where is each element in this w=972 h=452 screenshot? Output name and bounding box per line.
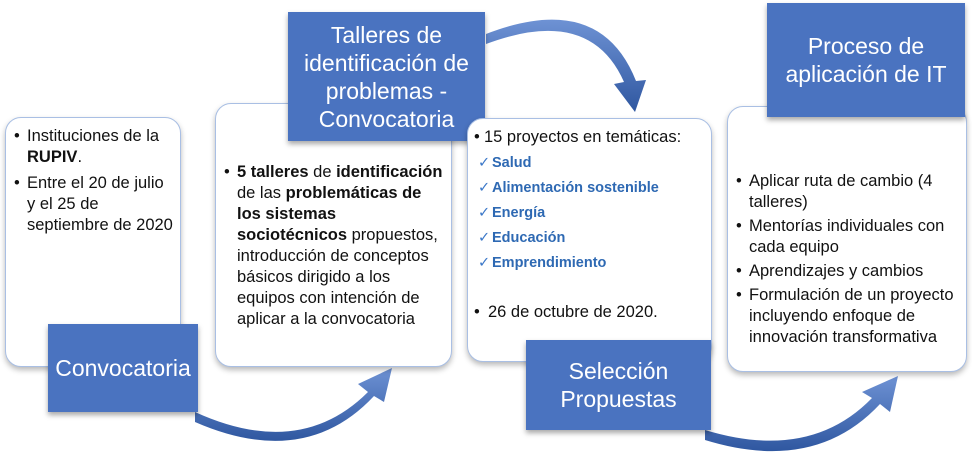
theme-item-energia: ✓Energía: [478, 201, 703, 226]
stage1-list: Instituciones de la RUPIV. Entre el 20 d…: [14, 126, 176, 236]
arrow-convocatoria-to-talleres: [195, 368, 392, 441]
arrow-seleccion-to-proceso: [705, 376, 898, 452]
stage2-card: 5 talleres de identificación de las prob…: [215, 103, 452, 367]
stage4-label: Proceso de aplicación de IT: [767, 3, 965, 117]
stage1-item: Instituciones de la RUPIV.: [14, 126, 176, 168]
check-icon: ✓: [478, 155, 491, 171]
theme-item-educacion: ✓Educación: [478, 226, 703, 251]
stage1-item: Entre el 20 de julio y el 25 de septiemb…: [14, 173, 176, 236]
stage4-item: Formulación de un proyecto incluyendo en…: [736, 285, 962, 348]
stage3-label: Selección Propuestas: [526, 340, 711, 430]
check-icon: ✓: [478, 255, 491, 271]
stage2-list: 5 talleres de identificación de las prob…: [224, 162, 448, 330]
theme-item-alimentacion: ✓Alimentación sostenible: [478, 176, 703, 201]
check-icon: ✓: [478, 230, 491, 246]
stage3-theme-list: ✓Salud ✓Alimentación sostenible ✓Energía…: [478, 151, 703, 276]
stage4-list: Aplicar ruta de cambio (4 talleres) Ment…: [736, 171, 962, 348]
stage4-item: Mentorías individuales con cada equipo: [736, 216, 962, 258]
stage3-intro: 15 proyectos en temáticas:: [474, 127, 719, 148]
stage4-item: Aprendizajes y cambios: [736, 261, 962, 282]
check-icon: ✓: [478, 205, 491, 221]
stage1-label: Convocatoria: [48, 324, 198, 412]
stage4-item: Aplicar ruta de cambio (4 talleres): [736, 171, 962, 213]
check-icon: ✓: [478, 180, 491, 196]
theme-item-salud: ✓Salud: [478, 151, 703, 176]
stage1-card: Instituciones de la RUPIV. Entre el 20 d…: [5, 117, 181, 367]
stage3-date: 26 de octubre de 2020.: [474, 302, 723, 323]
stage3-card: 15 proyectos en temáticas: ✓Salud ✓Alime…: [467, 118, 712, 362]
stage2-label: Talleres de identificación de problemas …: [288, 12, 485, 141]
theme-item-emprendimiento: ✓Emprendimiento: [478, 251, 703, 276]
stage4-card: Aplicar ruta de cambio (4 talleres) Ment…: [727, 106, 967, 372]
stage2-item: 5 talleres de identificación de las prob…: [224, 162, 448, 330]
arrow-talleres-to-seleccion: [486, 19, 646, 113]
